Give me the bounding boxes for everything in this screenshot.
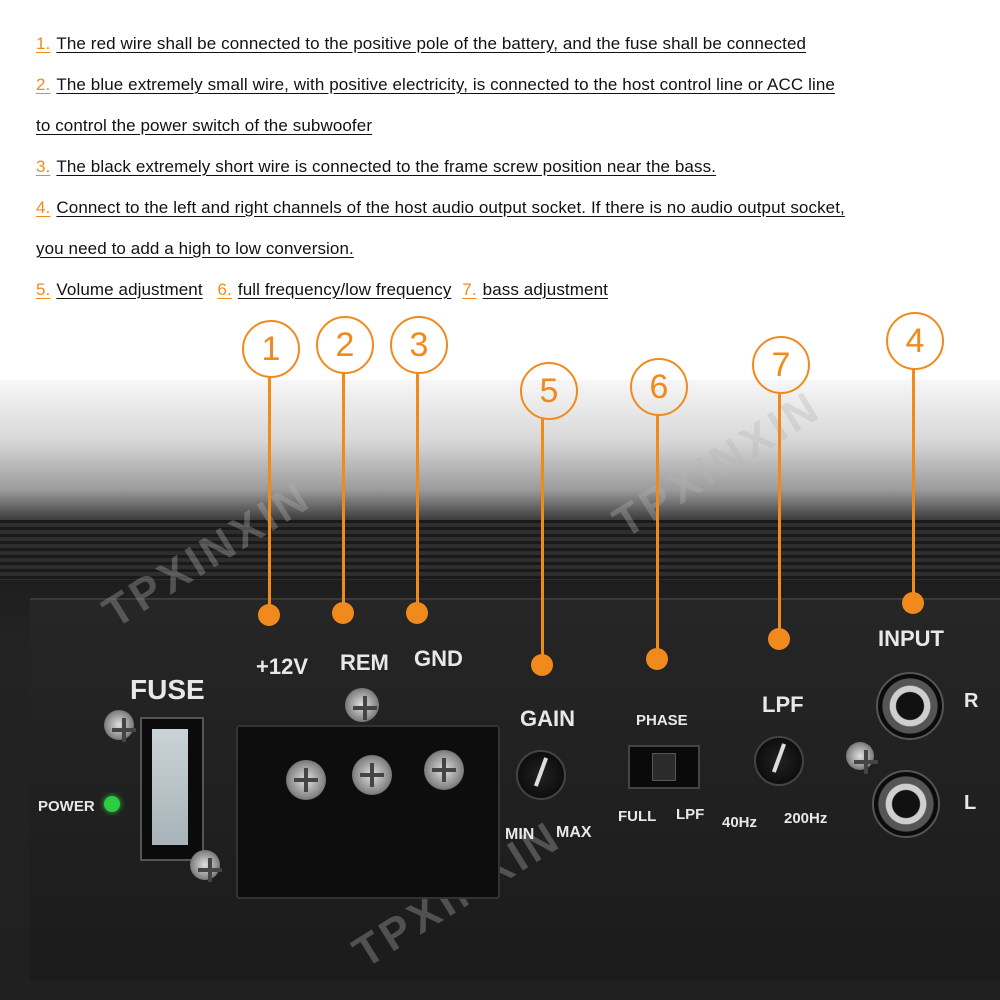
fuse-screw-bottom xyxy=(190,850,222,882)
rem-label: REM xyxy=(340,650,389,675)
amplifier-device: TPXINXIN TPXINXIN TPXINXIN FUSE POWER +1… xyxy=(0,380,1000,1000)
callout-7-circle: 7 xyxy=(752,336,810,394)
plus12v-label: +12V xyxy=(256,654,308,679)
callout-7-dot xyxy=(768,628,790,650)
note-1: 1.The red wire shall be connected to the… xyxy=(36,34,807,53)
lpf-knob[interactable] xyxy=(754,736,804,786)
lpf-200hz-label: 200Hz xyxy=(784,810,828,827)
lpf-label: LPF xyxy=(762,692,804,717)
callout-5-dot xyxy=(531,654,553,676)
rca-input-right[interactable] xyxy=(876,672,944,740)
input-label: INPUT xyxy=(878,626,944,651)
callout-1-dot xyxy=(258,604,280,626)
lpf-switch-label: LPF xyxy=(676,806,705,823)
gain-max-label: MAX xyxy=(556,824,592,841)
fuse-screw-top xyxy=(104,710,136,742)
note-4: 4.Connect to the left and right channels… xyxy=(36,198,845,217)
note-3: 3.The black extremely short wire is conn… xyxy=(36,157,717,176)
callout-3-dot xyxy=(406,602,428,624)
gain-knob[interactable] xyxy=(516,750,566,800)
callout-4-line xyxy=(912,368,915,594)
callout-6-dot xyxy=(646,648,668,670)
mount-screw xyxy=(345,688,379,722)
note-2: 2.The blue extremely small wire, with po… xyxy=(36,75,835,94)
callout-1-circle: 1 xyxy=(242,320,300,378)
lpf-40hz-label: 40Hz xyxy=(722,814,758,831)
phase-label: PHASE xyxy=(636,712,688,729)
callout-2-line xyxy=(342,372,345,604)
gain-min-label: MIN xyxy=(505,826,535,843)
callout-7-line xyxy=(778,392,781,630)
callout-5-circle: 5 xyxy=(520,362,578,420)
phase-switch[interactable] xyxy=(628,745,700,789)
input-mount-screw xyxy=(846,742,878,774)
callout-4-dot xyxy=(902,592,924,614)
fuse-holder xyxy=(140,717,204,861)
rca-input-left[interactable] xyxy=(872,770,940,838)
rem-terminal-screw[interactable] xyxy=(352,755,392,795)
power-terminal-block xyxy=(236,725,500,899)
fuse-label: FUSE xyxy=(130,674,205,705)
callout-2-dot xyxy=(332,602,354,624)
note-4-cont: you need to add a high to low conversion… xyxy=(36,239,354,258)
gain-label: GAIN xyxy=(520,706,575,731)
input-r-label: R xyxy=(964,690,979,712)
callout-3-line xyxy=(416,372,419,604)
callout-1-line xyxy=(268,376,271,606)
note-5-6-7: 5.Volume adjustment 6.full frequency/low… xyxy=(36,280,608,299)
callout-6-circle: 6 xyxy=(630,358,688,416)
input-l-label: L xyxy=(964,792,977,814)
fuse xyxy=(152,729,188,845)
heatsink-fins xyxy=(0,520,1000,580)
gnd-terminal-screw[interactable] xyxy=(424,750,464,790)
callout-6-line xyxy=(656,414,659,650)
callout-2-circle: 2 xyxy=(316,316,374,374)
full-label: FULL xyxy=(618,808,657,825)
callout-5-line xyxy=(541,418,544,656)
note-2-cont: to control the power switch of the subwo… xyxy=(36,116,373,135)
gnd-label: GND xyxy=(414,646,463,671)
power-led xyxy=(104,796,120,812)
power-label: POWER xyxy=(38,798,95,815)
callout-3-circle: 3 xyxy=(390,316,448,374)
phase-switch-slider[interactable] xyxy=(652,753,676,781)
callout-4-circle: 4 xyxy=(886,312,944,370)
plus12v-terminal-screw[interactable] xyxy=(286,760,326,800)
